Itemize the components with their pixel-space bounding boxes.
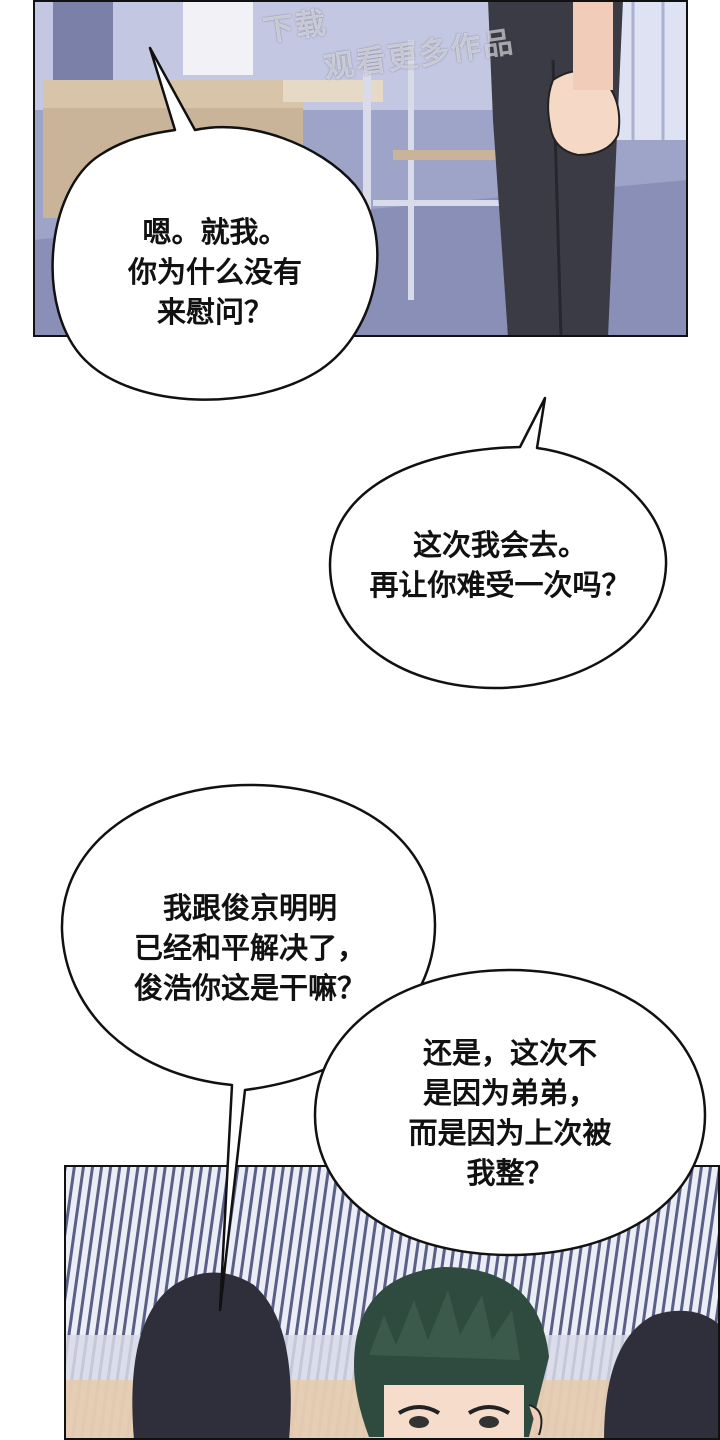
bubble-1-line-2: 你为什么没有 bbox=[127, 255, 302, 289]
bubble-3-line-1: 我跟俊京明明 bbox=[162, 891, 337, 925]
bubble-4-line-1: 还是，这次不 bbox=[422, 1036, 597, 1070]
bubble-3-line-2: 已经和平解决了， bbox=[133, 931, 366, 965]
bubble-4-line-2: 是因为弟弟， bbox=[422, 1076, 597, 1110]
bubble-2-line-1: 这次我会去。 bbox=[412, 528, 587, 562]
speech-bubble-3-text: 我跟俊京明明 已经和平解决了， 俊浩你这是干嘛？ bbox=[95, 888, 405, 1008]
speech-bubble-4-text: 还是，这次不 是因为弟弟， 而是因为上次被 我整？ bbox=[370, 1033, 650, 1193]
speedline-illustration bbox=[64, 1165, 720, 1440]
bubble-1-line-3: 来慰问？ bbox=[156, 295, 273, 329]
speech-bubble-2-text: 这次我会去。 再让你难受一次吗？ bbox=[340, 525, 660, 605]
bubble-2-line-2: 再让你难受一次吗？ bbox=[369, 568, 631, 602]
bubble-4-line-3: 而是因为上次被 bbox=[408, 1116, 612, 1150]
bubble-1-line-1: 嗯。就我。 bbox=[142, 215, 288, 249]
bubble-3-line-3: 俊浩你这是干嘛？ bbox=[133, 971, 366, 1005]
speech-bubble-1-text: 嗯。就我。 你为什么没有 来慰问？ bbox=[80, 212, 350, 332]
bubble-4-line-4: 我整？ bbox=[466, 1156, 554, 1190]
panel-speedlines bbox=[64, 1165, 720, 1440]
watermark-top: 下载 bbox=[261, 5, 330, 50]
